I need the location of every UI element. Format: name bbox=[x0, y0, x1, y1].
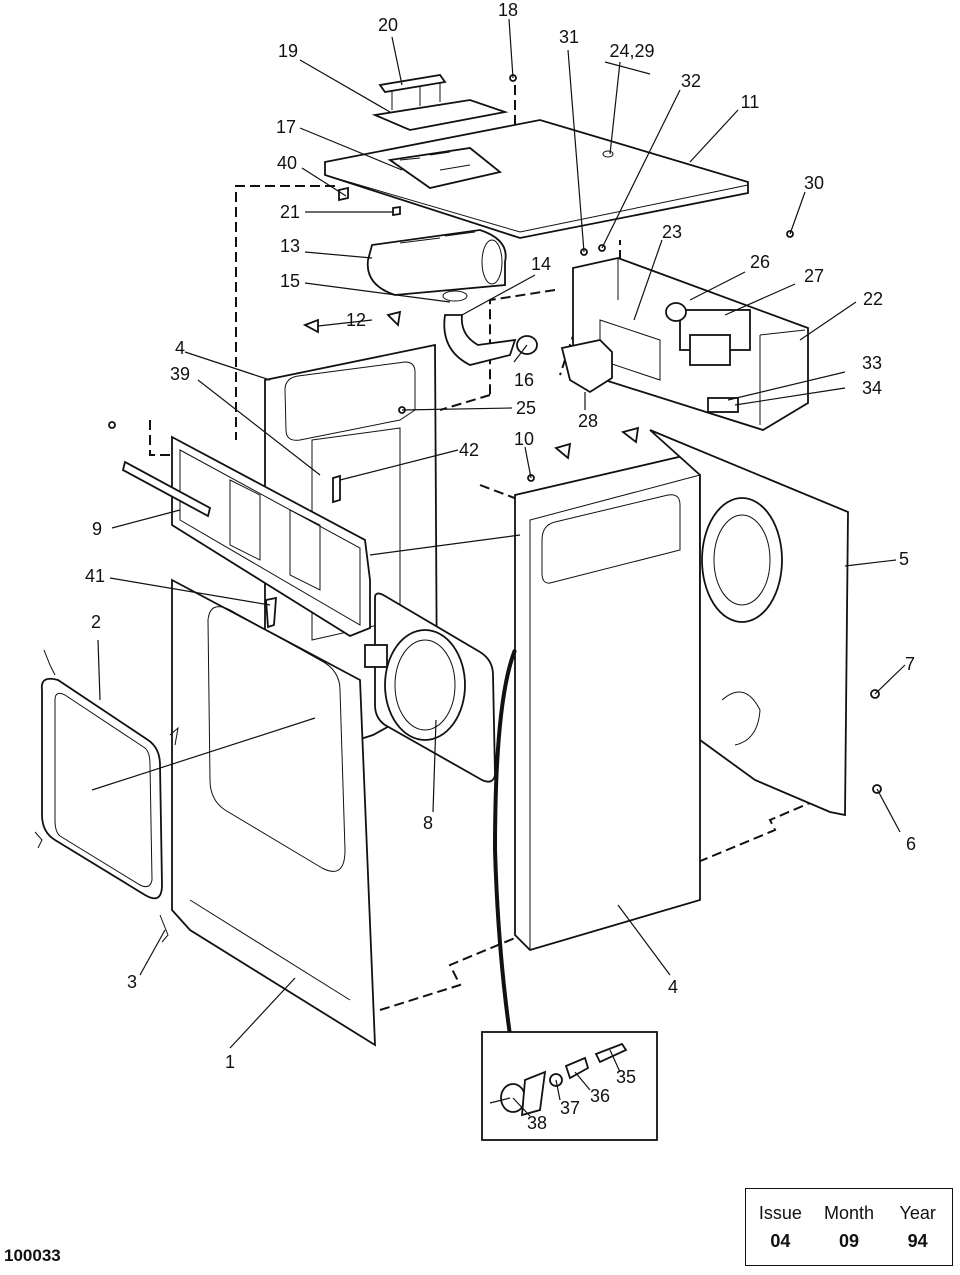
dispenser-housing bbox=[366, 229, 507, 296]
callout-26: 26 bbox=[750, 252, 770, 272]
callout-27: 27 bbox=[804, 266, 824, 286]
top-cover bbox=[324, 119, 749, 239]
callout-33: 33 bbox=[862, 353, 882, 373]
callout-22: 22 bbox=[863, 289, 883, 309]
callout-32: 32 bbox=[681, 71, 701, 91]
callout-34: 34 bbox=[862, 378, 882, 398]
callout-17: 17 bbox=[276, 117, 296, 137]
callout-25: 25 bbox=[516, 398, 536, 418]
drawing-number: 100033 bbox=[4, 1246, 61, 1265]
callout-4-side-panel: 4 bbox=[668, 977, 678, 997]
callout-14: 14 bbox=[531, 254, 551, 274]
month-header: Month bbox=[823, 1203, 875, 1223]
callout-7: 7 bbox=[905, 654, 915, 674]
callout-2: 2 bbox=[91, 612, 101, 632]
callout-19: 19 bbox=[278, 41, 298, 61]
door-ring bbox=[364, 592, 496, 783]
control-panel-badge bbox=[121, 460, 212, 518]
side-panel bbox=[514, 455, 701, 952]
callout-42: 42 bbox=[459, 440, 479, 460]
callout-5: 5 bbox=[899, 549, 909, 569]
front-panel bbox=[171, 578, 376, 1047]
callout-24-29: 24,29 bbox=[609, 41, 654, 61]
callout-labels: 1 2 3 4 5 6 7 8 9 10 11 12 13 14 15 16 1… bbox=[85, 0, 916, 1133]
callout-31: 31 bbox=[559, 27, 579, 47]
callout-28: 28 bbox=[578, 411, 598, 431]
issue-header: Issue bbox=[758, 1203, 802, 1223]
issue-table-values: 04 09 94 bbox=[746, 1231, 952, 1252]
callout-3: 3 bbox=[127, 972, 137, 992]
leader-lines bbox=[91, 18, 906, 1117]
callout-37: 37 bbox=[560, 1098, 580, 1118]
door-latch bbox=[364, 644, 388, 668]
callout-36: 36 bbox=[590, 1086, 610, 1106]
callout-8: 8 bbox=[423, 813, 433, 833]
dispenser-lid bbox=[371, 74, 509, 131]
callout-23: 23 bbox=[662, 222, 682, 242]
issue-table: Issue Month Year 04 09 94 bbox=[745, 1188, 953, 1266]
callout-11: 11 bbox=[741, 92, 760, 112]
door-seal-frame bbox=[40, 677, 163, 900]
callout-30: 30 bbox=[804, 173, 824, 193]
callout-13: 13 bbox=[280, 236, 300, 256]
fixings bbox=[34, 74, 882, 943]
hose-clip bbox=[442, 290, 468, 302]
callout-21: 21 bbox=[280, 202, 300, 222]
callout-41: 41 bbox=[85, 566, 105, 586]
callout-18: 18 bbox=[498, 0, 518, 20]
callout-6: 6 bbox=[906, 834, 916, 854]
dispenser-hose bbox=[443, 314, 517, 366]
callout-39: 39 bbox=[170, 364, 190, 384]
issue-table-headers: Issue Month Year bbox=[746, 1203, 952, 1224]
issue-value: 04 bbox=[770, 1231, 791, 1251]
callout-16: 16 bbox=[514, 370, 534, 390]
year-value: 94 bbox=[907, 1231, 928, 1251]
control-panel bbox=[121, 435, 371, 638]
callout-1: 1 bbox=[225, 1052, 235, 1072]
hinge-cable bbox=[492, 649, 517, 1036]
callout-4: 4 bbox=[175, 338, 185, 358]
year-header: Year bbox=[899, 1203, 936, 1223]
month-value: 09 bbox=[838, 1231, 860, 1251]
callout-38: 38 bbox=[527, 1113, 547, 1133]
callout-15: 15 bbox=[280, 271, 300, 291]
rear-panel bbox=[649, 429, 849, 817]
callout-12: 12 bbox=[346, 310, 366, 330]
callout-35: 35 bbox=[616, 1067, 636, 1087]
callout-10: 10 bbox=[514, 429, 534, 449]
dispenser-drawer bbox=[387, 147, 503, 189]
filter-component bbox=[707, 397, 739, 413]
callout-9: 9 bbox=[92, 519, 102, 539]
electrical-panel bbox=[572, 257, 809, 431]
callout-20: 20 bbox=[378, 15, 398, 35]
callout-40: 40 bbox=[277, 153, 297, 173]
water-valve bbox=[560, 339, 613, 394]
